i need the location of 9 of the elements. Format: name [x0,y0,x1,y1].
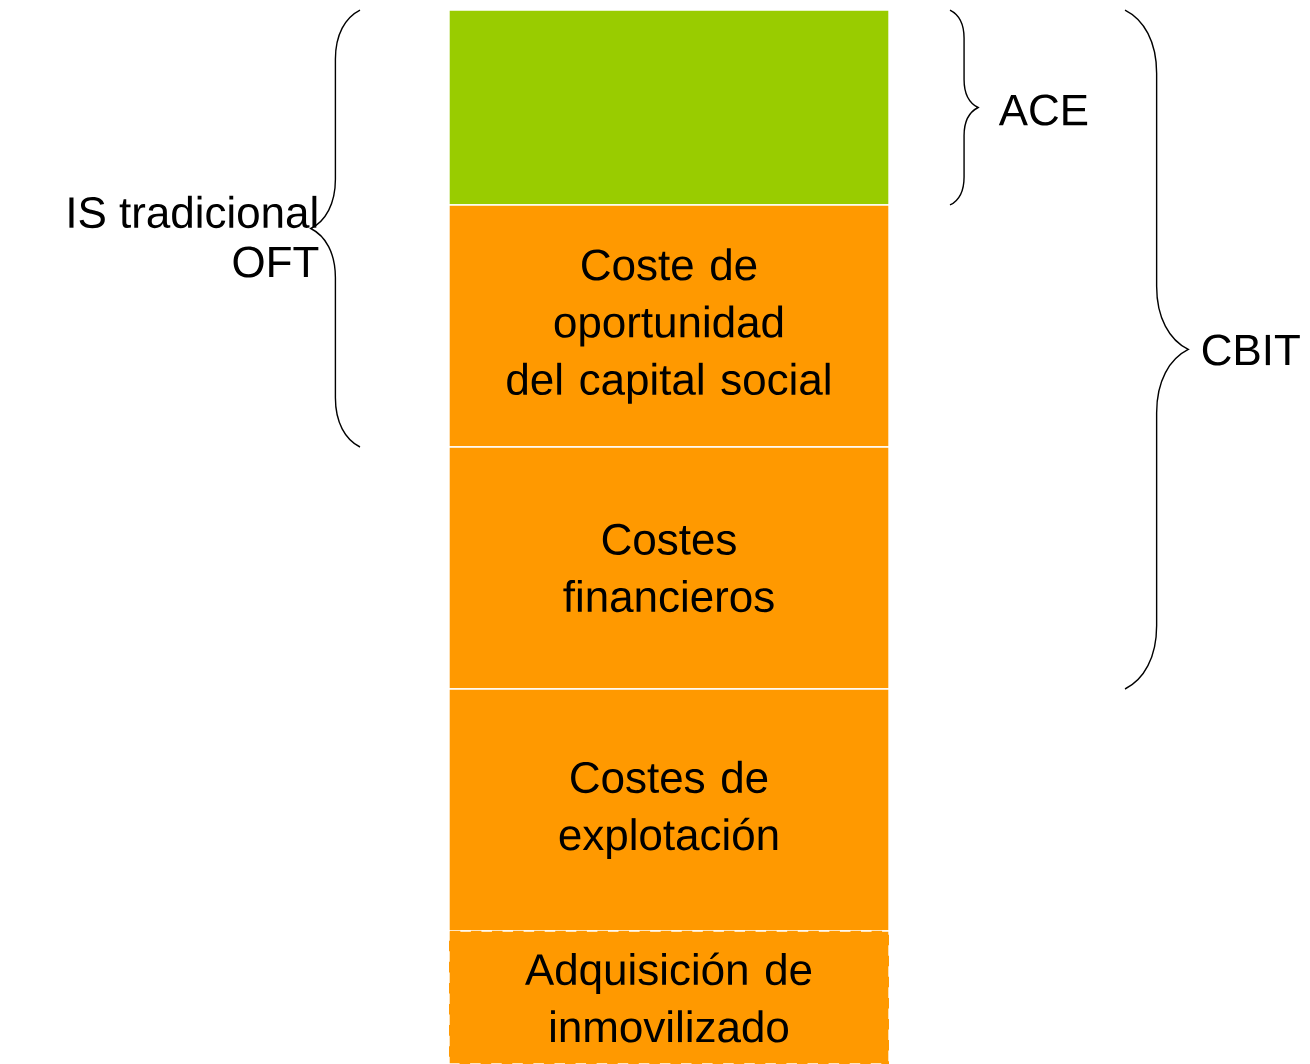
cost-block: Costes financieros [448,446,890,690]
brace-label: IS tradicional [69,195,317,229]
brace-label: CBIT [1202,334,1300,366]
cost-block: Costes de explotación [448,688,890,932]
brace-label: ACE [998,94,1088,126]
color-block [448,9,890,206]
cost-block: Adquisición de inmovilizado [448,930,890,1064]
cost-block: Coste de oportunidad del capital social [448,204,890,448]
brace-label: OFT [233,246,319,278]
